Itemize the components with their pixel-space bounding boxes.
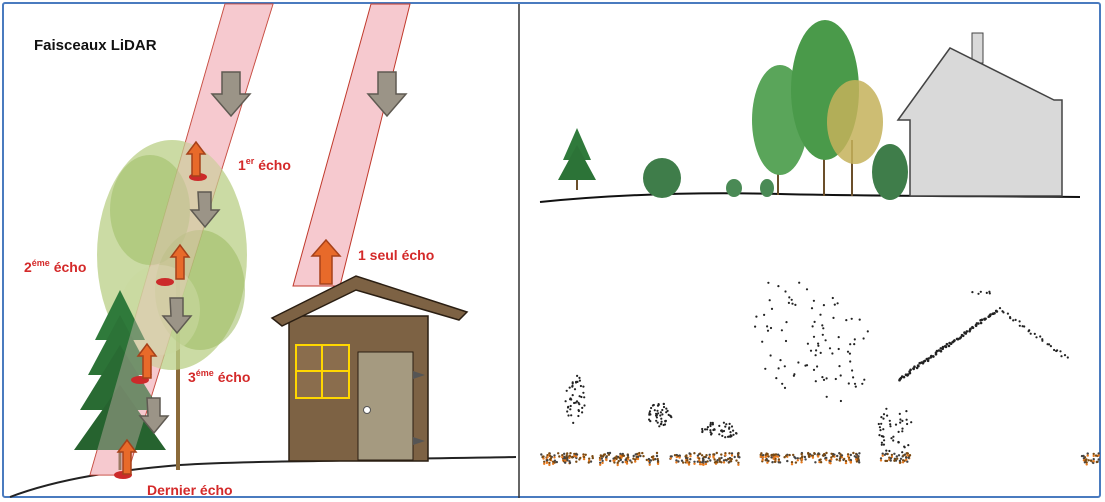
right-panel [540, 20, 1100, 466]
diagram-title: Faisceaux LiDAR [34, 37, 157, 54]
lidar-beam-right [293, 4, 410, 286]
cabin [272, 276, 467, 461]
last-echo-label: Dernier écho [147, 482, 233, 498]
third-echo-label: 3éme écho [188, 368, 250, 385]
tall-trees [752, 20, 908, 200]
ground-line-left [10, 457, 516, 497]
house [898, 33, 1062, 196]
first-echo-label: 1er écho [238, 156, 291, 173]
bush [760, 179, 774, 197]
second-echo-label: 2éme écho [24, 258, 86, 275]
lidar-point-cloud [540, 282, 1100, 467]
single-echo-label: 1 seul écho [358, 247, 434, 263]
small-conifer [558, 128, 596, 190]
bush [726, 179, 742, 197]
bush [643, 158, 681, 198]
left-panel: Faisceaux LiDAR 1er écho 2éme écho 3éme … [10, 4, 516, 498]
